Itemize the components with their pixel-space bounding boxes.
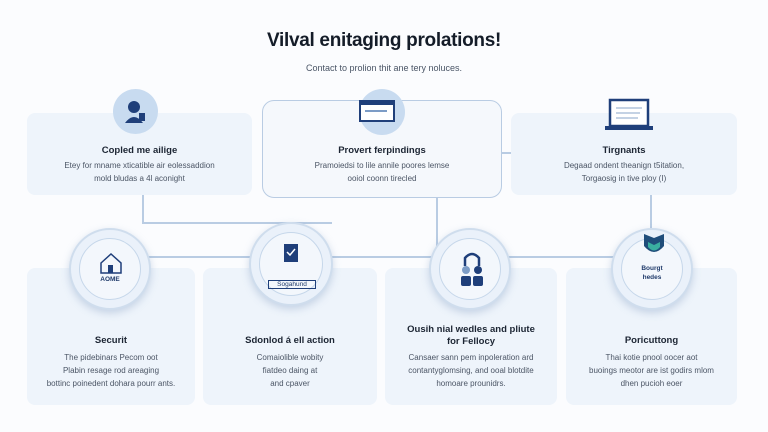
connector [436,198,438,258]
people-icon [429,228,511,310]
card-title: Ousih nial wedles and pliute for Fellocy [407,324,535,347]
connector [142,222,332,224]
card-title: Securit [94,335,128,346]
card-text: Etey for mname xticatible air eolessaddi… [64,161,215,183]
page-subtitle: Contact to prolion thit ane tery noluces… [305,63,463,73]
shield-icon: Bourgt hedes [611,228,693,310]
card-title: Sdonlod á ell action [245,335,335,346]
card-title: Poricuttong [624,335,679,346]
connector [650,195,652,235]
bottom-card-3: Ousih nial wedles and pliute for Fellocy… [385,268,557,405]
page-title: Vilval enitaging prolations! [266,30,502,51]
card-title: Tirgnants [602,145,646,156]
connector [142,195,144,223]
card-title: Copled me ailige [101,145,178,156]
user-support-icon [113,89,158,134]
connector [140,256,640,258]
document-icon: Sogahund [249,222,333,306]
card-text: Degaad ondent theanign t5itation,Torgaos… [563,161,685,183]
card-title: Provert ferpindings [338,145,426,156]
connector [500,152,512,154]
browser-window-icon [359,89,405,135]
laptop-icon [604,98,654,137]
house-icon: AOME [69,228,151,310]
